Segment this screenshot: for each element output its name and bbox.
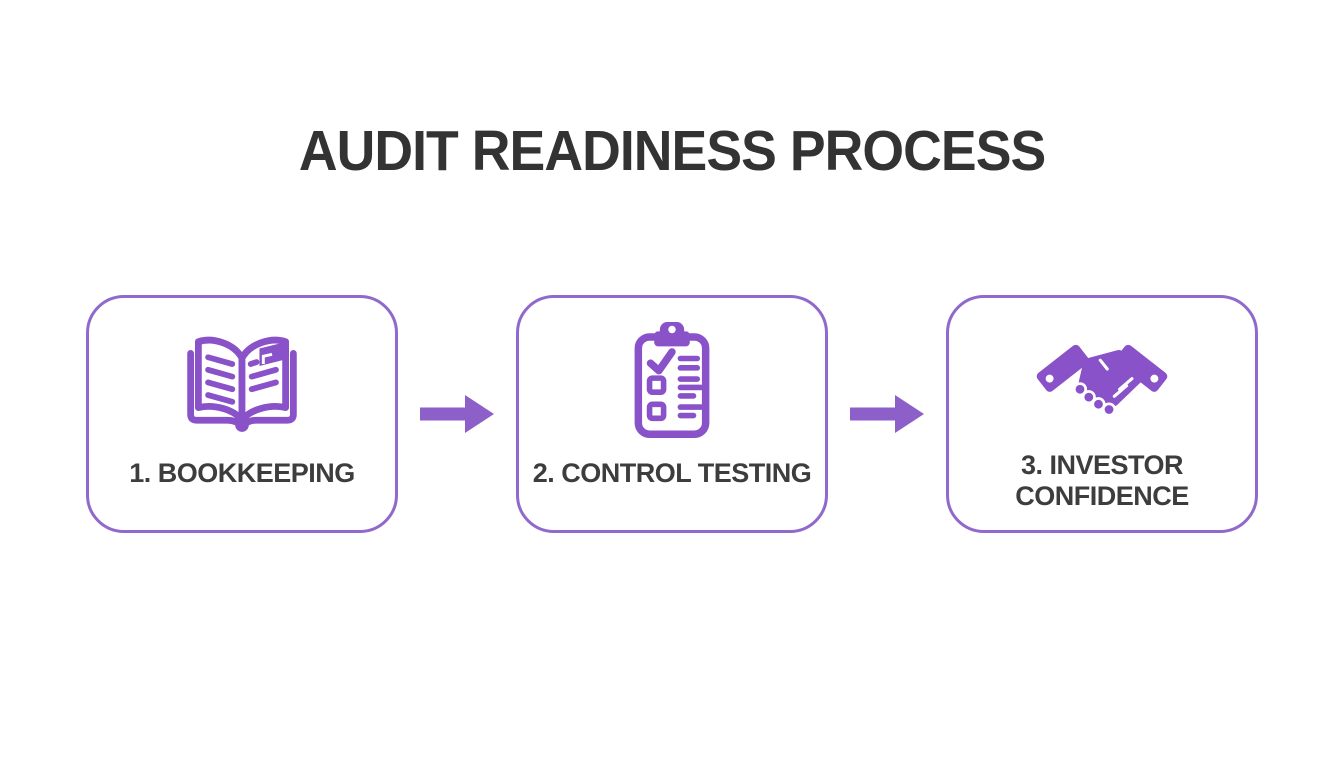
step-box-investor-confidence: 3. INVESTOR CONFIDENCE — [946, 295, 1258, 533]
step-box-bookkeeping: 1. BOOKKEEPING — [86, 295, 398, 533]
step-label-control-testing: 2. CONTROL TESTING — [532, 458, 812, 488]
step-label-investor-confidence: 3. INVESTOR CONFIDENCE — [1015, 450, 1189, 512]
clipboard-checklist-icon — [629, 318, 715, 442]
step-label-bookkeeping: 1. BOOKKEEPING — [129, 458, 355, 488]
page-title: AUDIT READINESS PROCESS — [0, 118, 1344, 184]
right-arrow-icon — [828, 393, 946, 435]
open-book-icon — [179, 318, 305, 442]
page-title-text: AUDIT READINESS PROCESS — [298, 119, 1046, 183]
process-steps-row: 1. BOOKKEEPING — [0, 295, 1344, 533]
right-arrow-icon — [398, 393, 516, 435]
step-box-control-testing: 2. CONTROL TESTING — [516, 295, 828, 533]
handshake-icon — [1036, 318, 1168, 442]
